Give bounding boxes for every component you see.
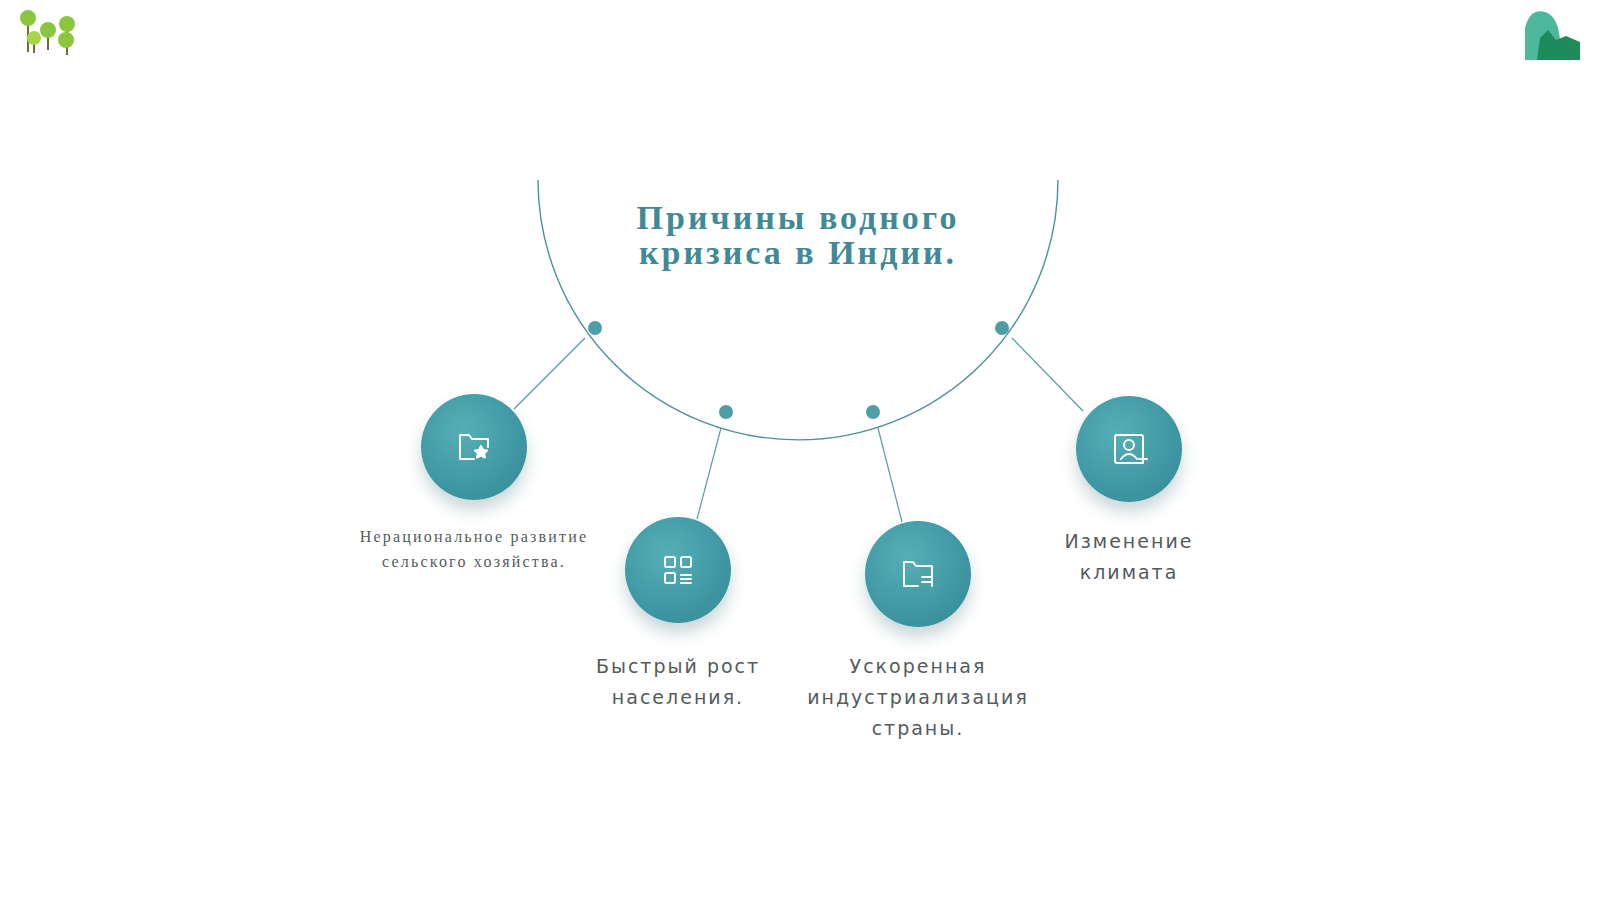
cause-icon: [1076, 396, 1182, 502]
cause-circle: [865, 521, 971, 627]
cause-icon: [421, 394, 527, 500]
cause-icon: [625, 517, 731, 623]
arc-dots: [588, 321, 1009, 419]
cause-label: Ускоренная индустриализация страны.: [788, 651, 1048, 744]
cause-label: Изменение климата: [1024, 526, 1234, 588]
cause-circle: [421, 394, 527, 500]
cause-node: Ускоренная индустриализация страны.: [788, 521, 1048, 744]
trees-logo: [20, 10, 75, 55]
cause-circle: [1076, 396, 1182, 502]
cause-node: Изменение климата: [1024, 396, 1234, 588]
diagram-title: Причины водного кризиса в Индии.: [598, 200, 998, 270]
mountain-logo: [1525, 11, 1580, 60]
arc: [538, 180, 1058, 440]
cause-icon: [865, 521, 971, 627]
cause-label: Нерациональное развитие сельского хозяйс…: [359, 524, 589, 574]
cause-node: Нерациональное развитие сельского хозяйс…: [359, 394, 589, 574]
cause-label: Быстрый рост населения.: [568, 651, 788, 713]
cause-node: Быстрый рост населения.: [568, 517, 788, 713]
leader-lines: [514, 338, 1083, 522]
cause-circle: [625, 517, 731, 623]
